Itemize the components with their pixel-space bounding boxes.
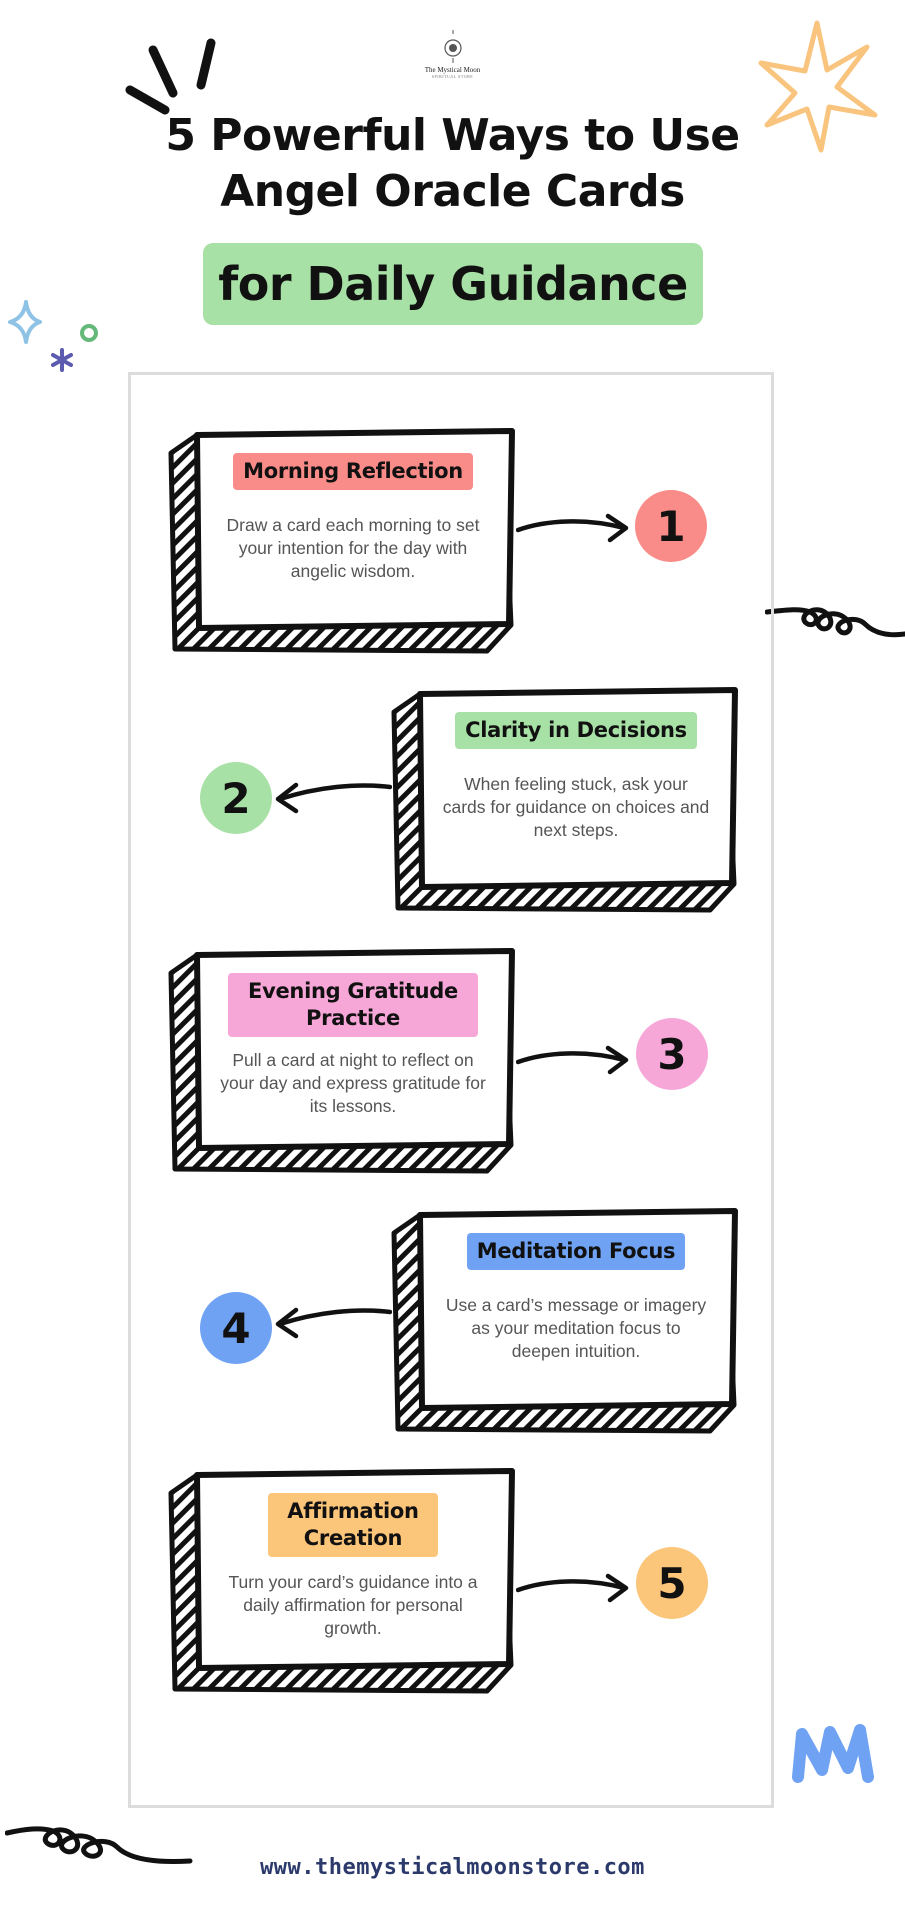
star-burst-icon — [758, 20, 878, 153]
arrow-right-icon — [516, 1573, 629, 1603]
step-title: Affirmation Creation — [268, 1493, 438, 1557]
loop-squiggle-icon — [765, 607, 905, 638]
arrow-left-icon — [275, 782, 392, 814]
step-description: Draw a card each morning to set your int… — [226, 515, 480, 581]
content-frame — [128, 372, 774, 1808]
step-card-2: Clarity in Decisions When feeling stuck,… — [388, 684, 743, 916]
step-number-5: 5 — [636, 1547, 708, 1619]
step-title: Clarity in Decisions — [455, 712, 697, 749]
arrow-right-icon — [516, 513, 629, 543]
step-card-5: Affirmation Creation Turn your card’s gu… — [165, 1465, 520, 1697]
subtitle-highlight: for Daily Guidance — [203, 243, 703, 325]
step-card-4: Meditation Focus Use a card’s message or… — [388, 1205, 743, 1437]
step-title: Evening Gratitude Practice — [228, 973, 478, 1037]
step-description: Turn your card’s guidance into a daily a… — [228, 1572, 478, 1638]
loop-squiggle-icon — [5, 1826, 193, 1864]
arrow-left-icon — [275, 1307, 392, 1339]
moon-logo-icon — [443, 30, 462, 63]
step-description: Use a card’s message or imagery as your … — [445, 1295, 707, 1361]
step-title: Morning Reflection — [233, 453, 473, 490]
step-card-3: Evening Gratitude Practice Pull a card a… — [165, 945, 520, 1177]
burst-lines-icon — [125, 38, 216, 115]
arrow-right-icon — [516, 1045, 629, 1075]
subtitle-text: for Daily Guidance — [218, 257, 688, 311]
title-line-1: 5 Powerful Ways to Use — [165, 110, 740, 161]
step-description: When feeling stuck, ask your cards for g… — [442, 774, 710, 840]
sparkle-icon — [8, 300, 98, 372]
page-title: 5 Powerful Ways to Use Angel Oracle Card… — [100, 108, 805, 220]
step-description: Pull a card at night to reflect on your … — [220, 1050, 486, 1116]
step-number-3: 3 — [636, 1018, 708, 1090]
step-title: Meditation Focus — [466, 1233, 686, 1270]
brand-logo: The Mystical Moon SPIRITUAL STORE — [410, 28, 495, 79]
step-number-1: 1 — [635, 490, 707, 562]
logo-tagline: SPIRITUAL STORE — [431, 74, 474, 79]
step-number-4: 4 — [200, 1292, 272, 1364]
step-card-1: Morning Reflection Draw a card each morn… — [165, 425, 520, 657]
logo-name: The Mystical Moon — [424, 66, 481, 74]
footer-url: www.themysticalmoonstore.com — [260, 1855, 645, 1880]
step-number-2: 2 — [200, 762, 272, 834]
m-logo-icon — [792, 1724, 874, 1783]
title-line-2: Angel Oracle Cards — [220, 166, 685, 217]
